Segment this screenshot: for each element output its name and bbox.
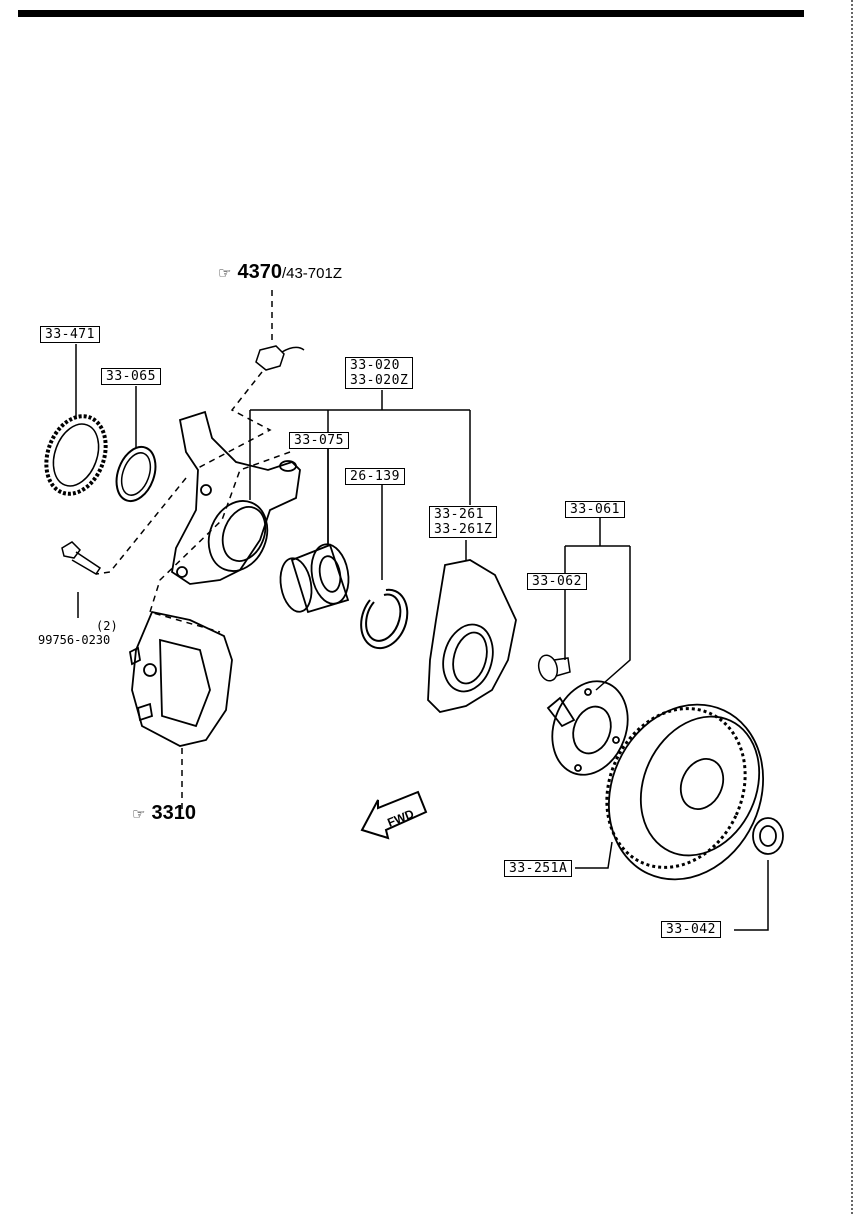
leader-33-042 — [734, 860, 769, 931]
label-33-261: 33-261 — [434, 507, 484, 522]
brake-disc-part — [605, 703, 765, 881]
sensor-ref[interactable]: ☞ 4370/43-701Z — [218, 261, 342, 284]
abs-tone-ring-part — [44, 414, 108, 496]
top-rule — [18, 10, 804, 17]
sensor-ref-number: 4370 — [237, 261, 282, 283]
bolt-part-number[interactable]: 99756-0230 — [38, 633, 111, 647]
wheel-stud-part — [537, 654, 571, 682]
label-33-251a[interactable]: 33-251A — [504, 860, 573, 877]
hub-nut-part — [752, 817, 784, 855]
leader-group-33-020 — [249, 390, 471, 545]
label-33-042[interactable]: 33-042 — [661, 921, 721, 938]
label-33-061[interactable]: 33-061 — [565, 501, 625, 518]
label-33-075[interactable]: 33-075 — [289, 432, 349, 449]
label-33-471[interactable]: 33-471 — [40, 326, 100, 343]
leader-33-251a — [575, 841, 613, 869]
caliper-ref-number: 3310 — [151, 802, 196, 824]
snap-ring-part — [360, 588, 409, 650]
dashed-leaders — [95, 290, 291, 810]
abs-sensor-part — [255, 345, 305, 371]
wheel-bearing-part — [279, 543, 350, 614]
hand-pointer-icon: ☞ — [132, 806, 146, 823]
bolt-qty: (2) — [96, 619, 118, 633]
label-33-261z: 33-261Z — [434, 522, 493, 537]
label-26-139[interactable]: 26-139 — [345, 468, 405, 485]
knuckle-bolt-part — [61, 541, 102, 576]
hand-pointer-icon: ☞ — [218, 265, 232, 282]
label-33-020-group[interactable]: 33-020 33-020Z — [345, 357, 414, 389]
brake-caliper-part — [129, 610, 233, 747]
label-33-065[interactable]: 33-065 — [101, 368, 161, 385]
steering-knuckle-part — [171, 410, 301, 585]
caliper-ref[interactable]: ☞ 3310 — [132, 802, 196, 825]
leader-33-061 — [564, 518, 631, 691]
fwd-arrow — [360, 790, 428, 840]
label-33-062[interactable]: 33-062 — [527, 573, 587, 590]
oil-seal-part — [115, 445, 157, 503]
dust-shield-part — [427, 559, 517, 713]
label-33-020: 33-020 — [350, 358, 400, 373]
sensor-ref-suffix: /43-701Z — [281, 265, 342, 282]
label-33-020z: 33-020Z — [350, 373, 409, 388]
label-33-261-group[interactable]: 33-261 33-261Z — [429, 506, 498, 538]
wheel-hub-part — [546, 680, 629, 776]
